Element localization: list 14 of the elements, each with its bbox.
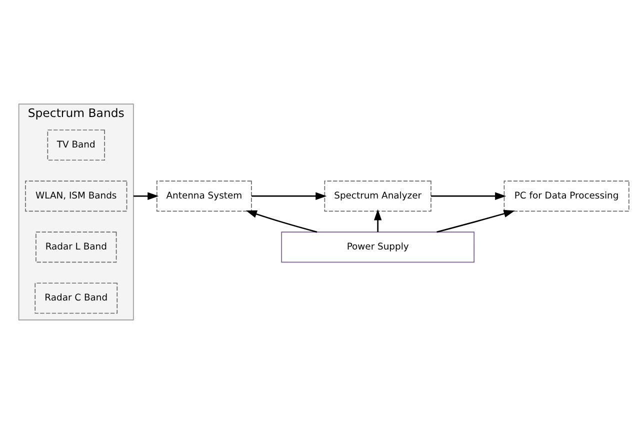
node-box: Spectrum Analyzer bbox=[324, 180, 432, 212]
node-box: TV Band bbox=[47, 129, 105, 160]
node-box: WLAN, ISM Bands bbox=[25, 180, 128, 212]
arrow bbox=[431, 192, 506, 200]
node-box: Radar C Band bbox=[34, 282, 118, 314]
node-box: PC for Data Processing bbox=[504, 180, 630, 212]
node-box: Power Supply bbox=[281, 231, 474, 262]
node-box: Radar L Band bbox=[36, 231, 117, 262]
arrow bbox=[252, 192, 327, 200]
node-box: Antenna System bbox=[156, 180, 252, 212]
arrow bbox=[246, 210, 318, 232]
arrow bbox=[133, 192, 159, 200]
arrow bbox=[436, 209, 515, 232]
arrow bbox=[374, 208, 382, 232]
